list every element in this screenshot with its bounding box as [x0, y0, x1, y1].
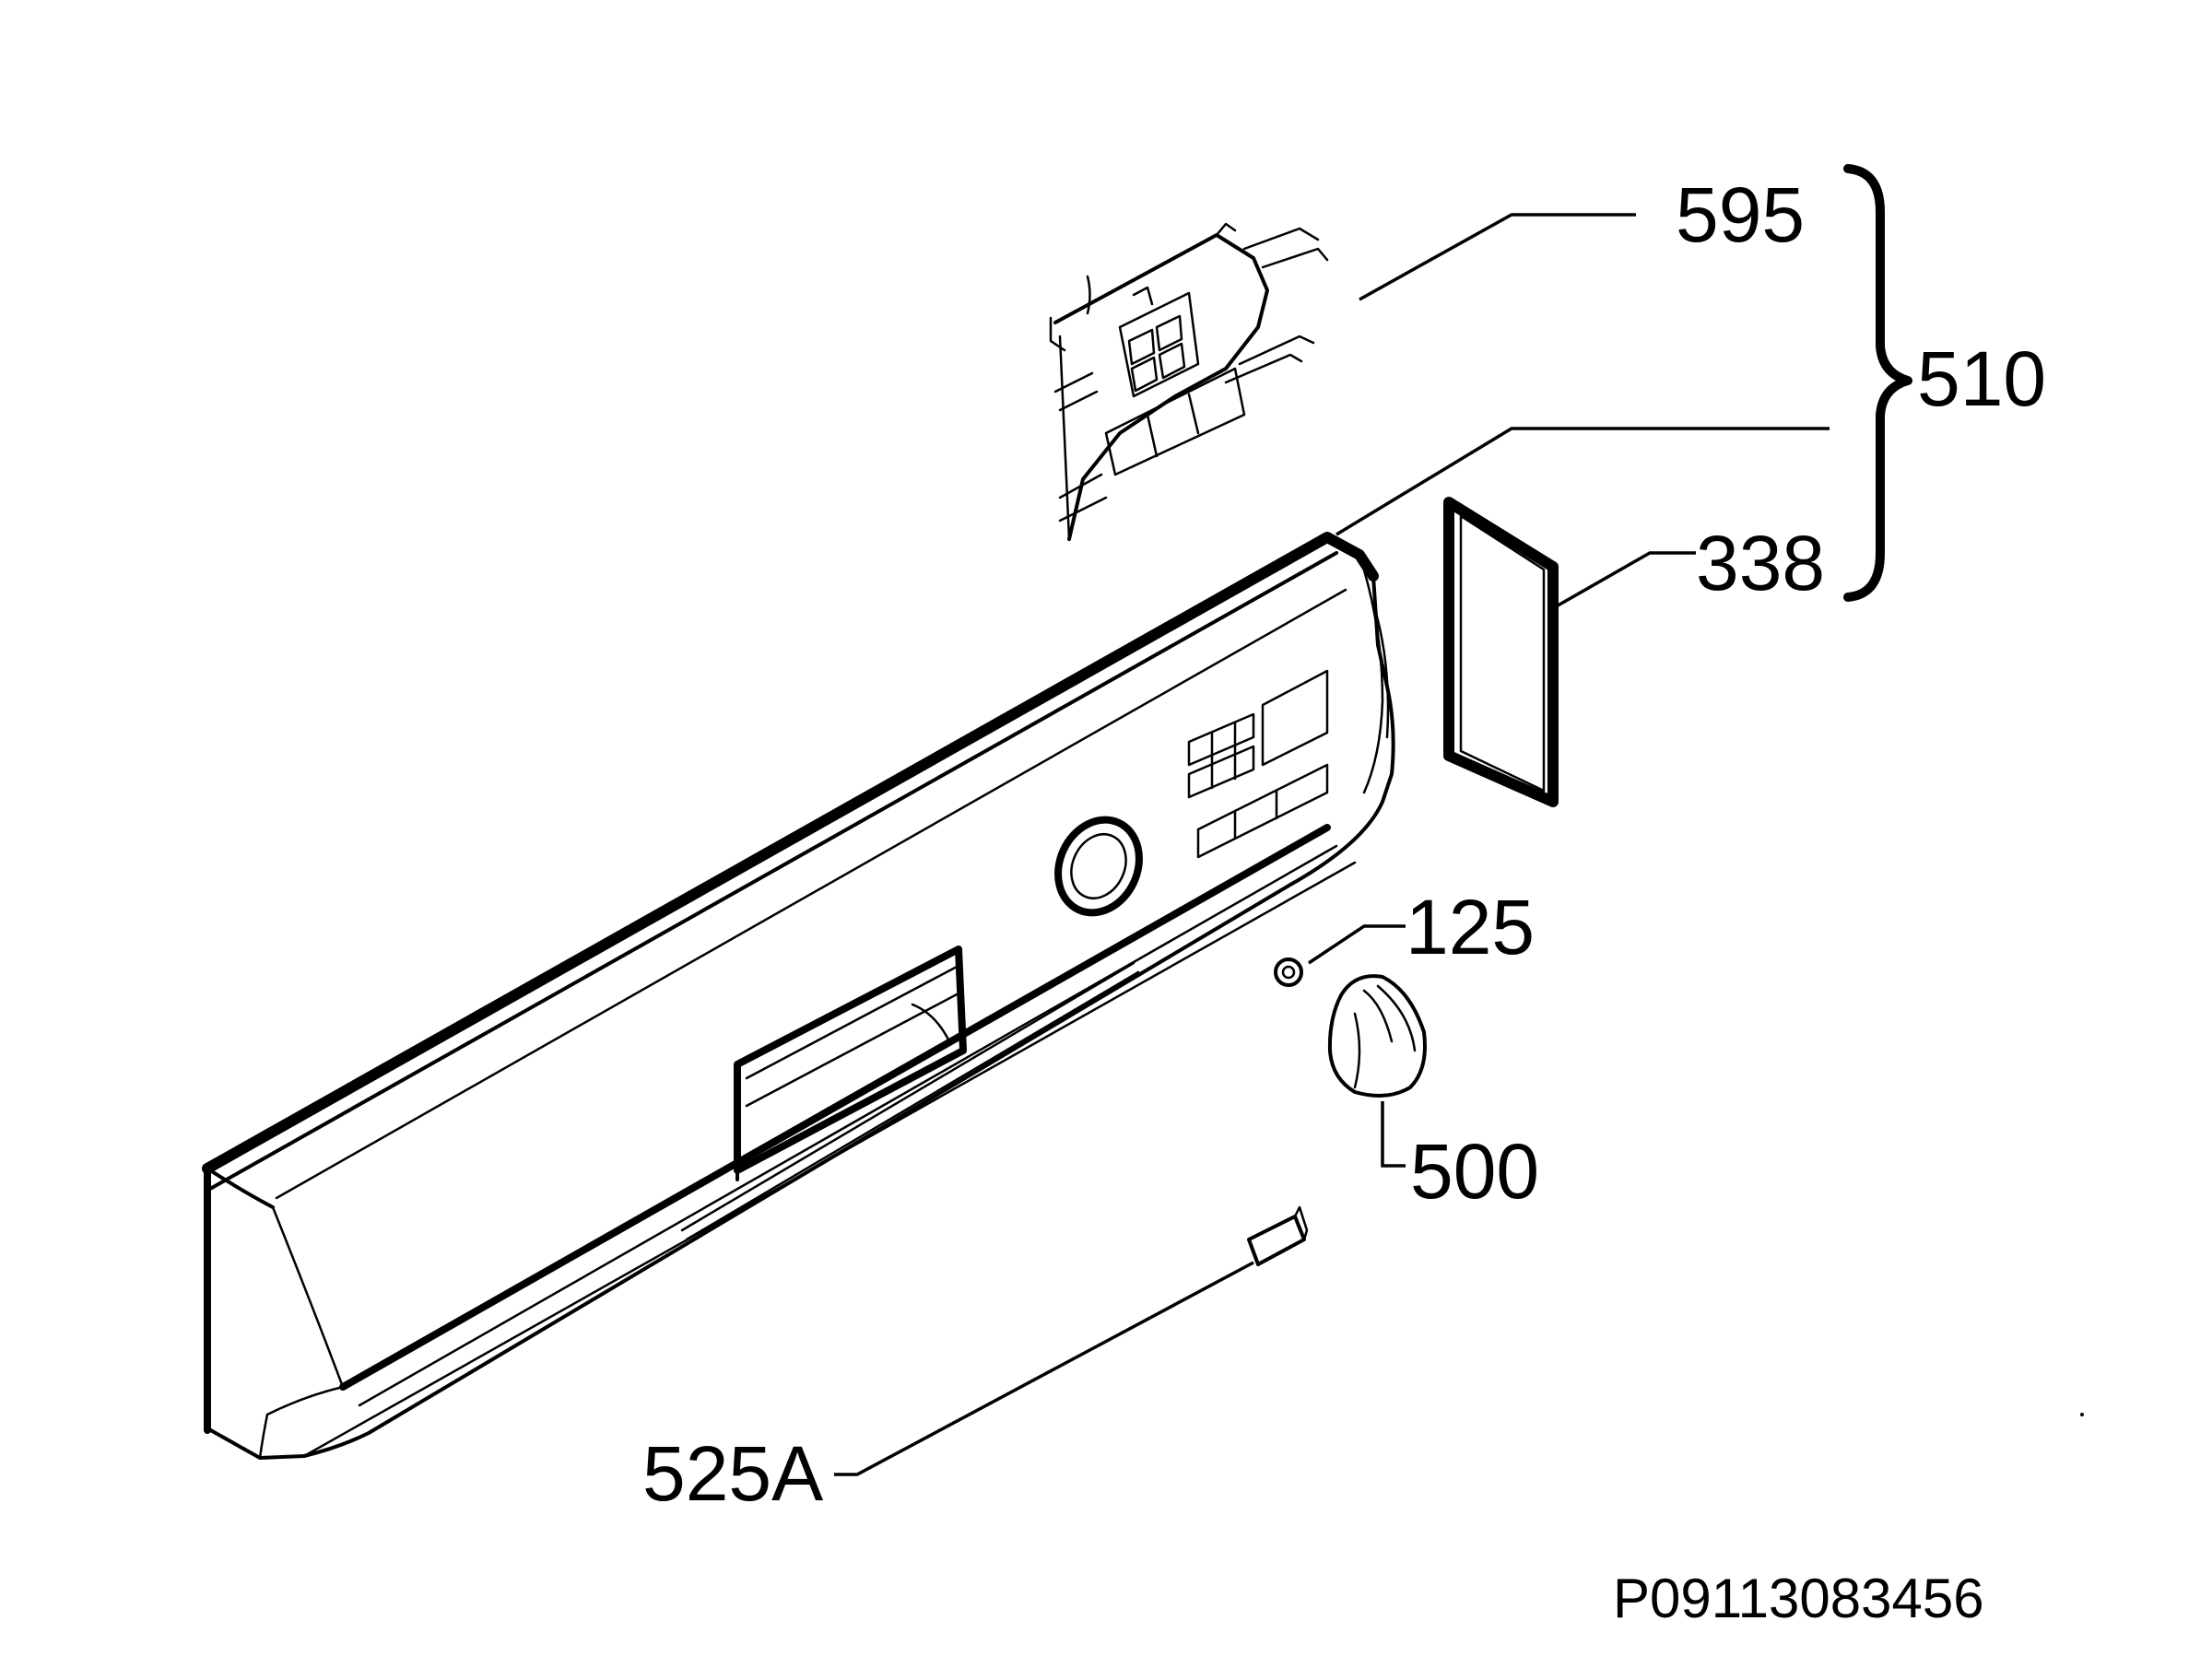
label-500: 500 [1410, 1128, 1539, 1215]
label-338: 338 [1696, 520, 1825, 606]
knob-500 [1327, 974, 1427, 1098]
document-code: P09113083456 [1613, 1568, 1984, 1629]
bracket-510 [1843, 164, 1912, 602]
label-595: 595 [1676, 171, 1805, 258]
dispenser-flap [734, 946, 967, 1181]
electronic-module-595 [1049, 222, 1329, 541]
seal-338 [1443, 497, 1559, 807]
stray-dot [2080, 1413, 2084, 1416]
leader-lines [834, 213, 1830, 1476]
control-panel [202, 532, 1395, 1460]
program-dial-ring [1054, 816, 1143, 917]
label-510: 510 [1917, 335, 2046, 422]
button-525A [1247, 1205, 1309, 1266]
display-windows [1187, 669, 1329, 859]
nut-125 [1274, 957, 1303, 987]
label-525A: 525A [642, 1430, 823, 1517]
label-125: 125 [1406, 884, 1535, 970]
